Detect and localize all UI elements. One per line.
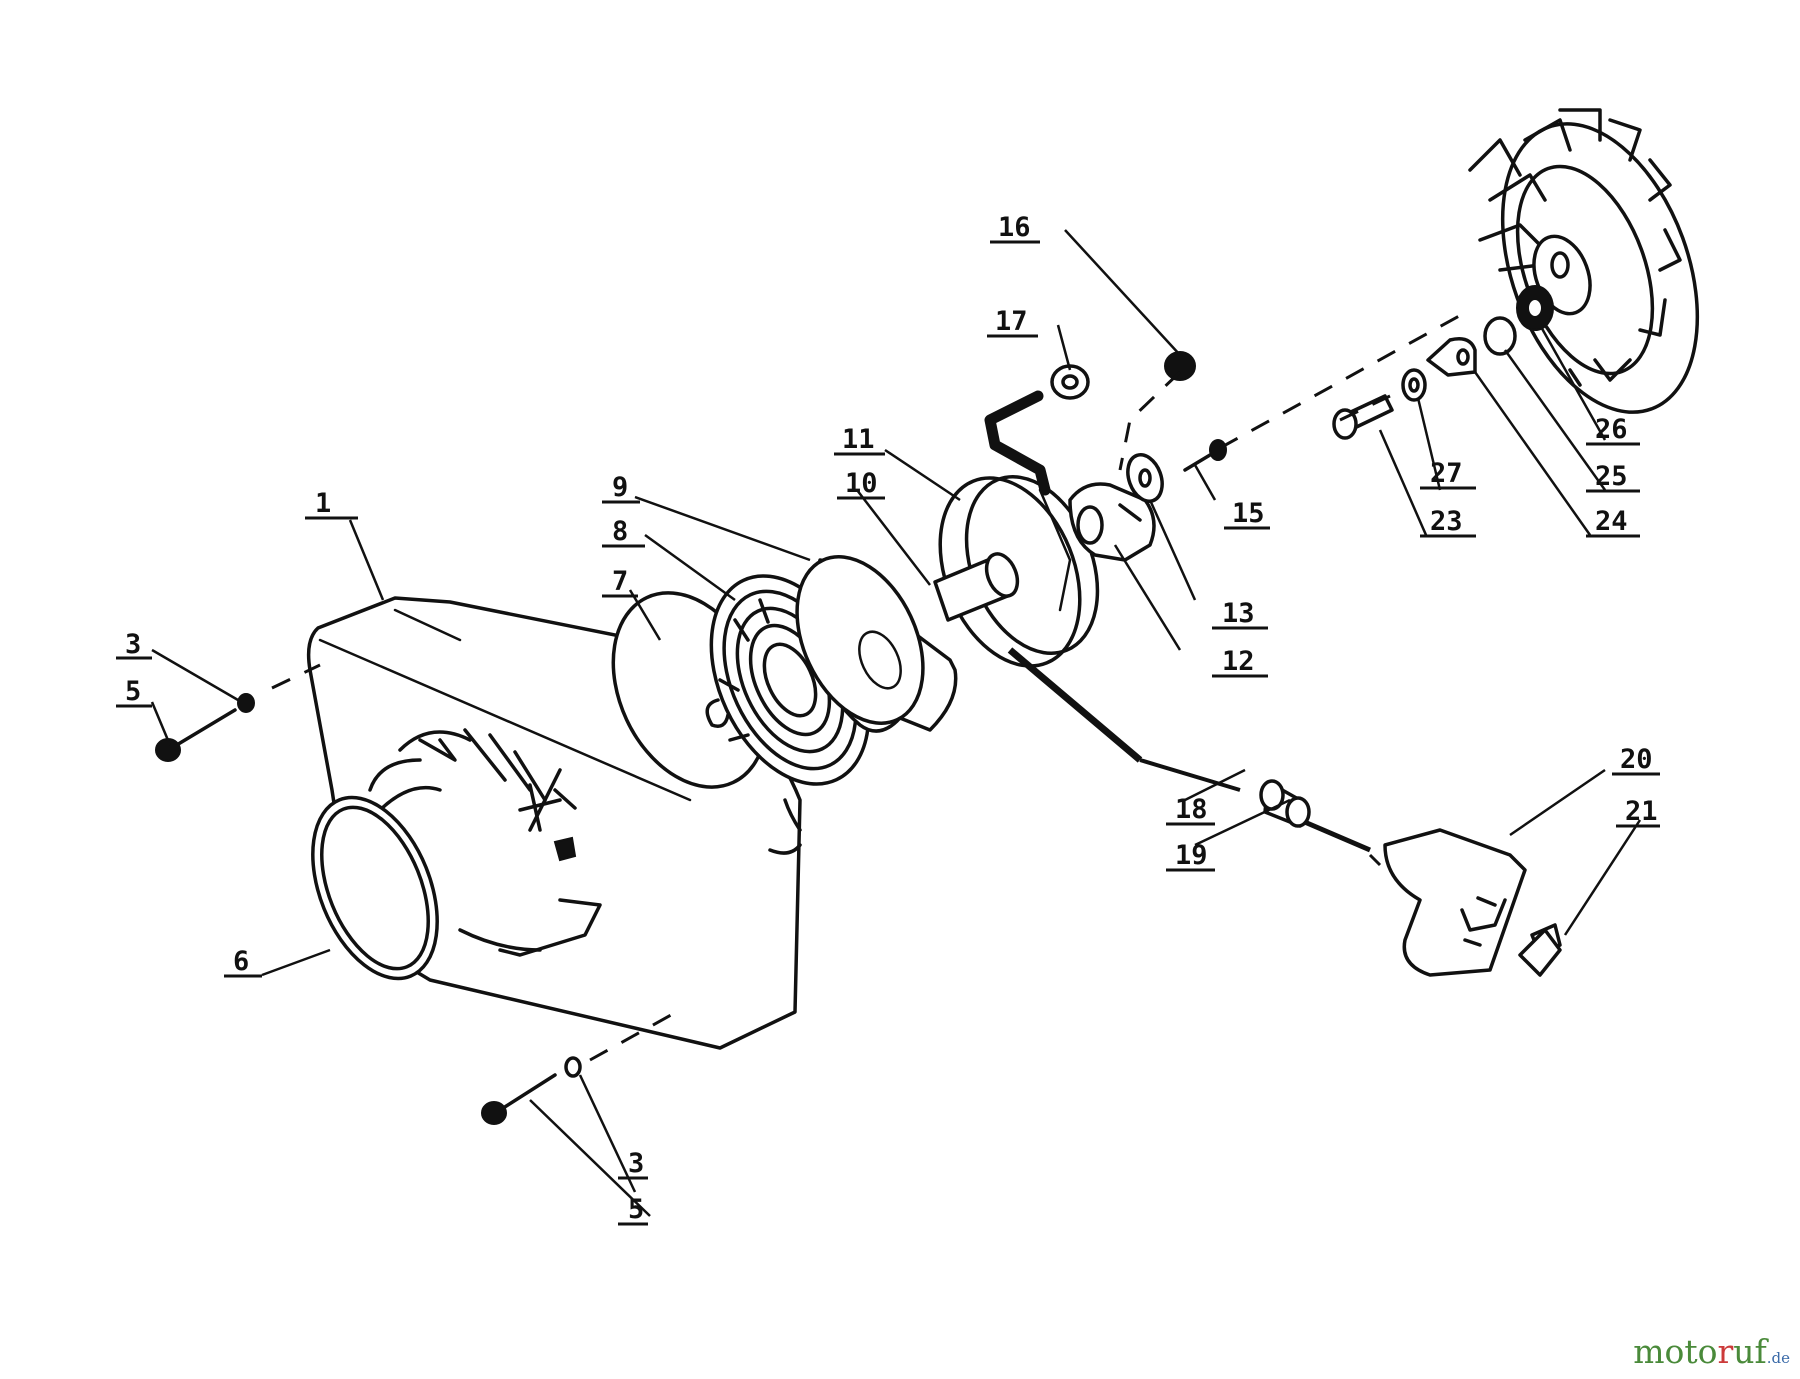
label-part-17: 17 — [995, 306, 1028, 337]
label-part-6: 6 — [233, 946, 249, 977]
label-part-26: 26 — [1595, 414, 1628, 445]
label-part-19: 19 — [1175, 840, 1208, 871]
label-part-25: 25 — [1595, 461, 1628, 492]
label-part-5-lower: 5 — [628, 1194, 644, 1225]
label-part-3-lower: 3 — [628, 1148, 644, 1179]
label-part-12: 12 — [1222, 646, 1255, 677]
pulley-disk — [795, 555, 958, 733]
starter-rope — [1007, 647, 1371, 853]
watermark-part-2: r — [1717, 1332, 1734, 1371]
label-part-5-upper: 5 — [125, 676, 141, 707]
bushing-17 — [1050, 364, 1090, 400]
screw-upper — [155, 693, 255, 762]
rope-handle — [1383, 828, 1527, 977]
label-part-18: 18 — [1175, 794, 1208, 825]
label-part-11: 11 — [842, 424, 875, 455]
leader-lines — [150, 229, 1642, 1217]
nut-16 — [1164, 351, 1196, 381]
label-part-3-upper: 3 — [125, 629, 141, 660]
label-part-13: 13 — [1222, 598, 1255, 629]
label-part-16: 16 — [998, 212, 1031, 243]
label-part-15: 15 — [1232, 498, 1265, 529]
bolt-23 — [1332, 394, 1394, 440]
watermark-part-1: moto — [1633, 1332, 1718, 1371]
grommet-ring — [311, 795, 439, 981]
assembly-axis-lines — [271, 308, 1471, 1062]
label-part-1: 1 — [315, 488, 331, 519]
label-part-27: 27 — [1430, 458, 1463, 489]
label-part-23: 23 — [1430, 506, 1463, 537]
handle-insert — [1518, 923, 1562, 977]
watermark-logo: motoruf.de — [1633, 1332, 1790, 1371]
label-part-20: 20 — [1620, 744, 1653, 775]
flywheel-nut — [1516, 285, 1554, 331]
ratchet — [1068, 482, 1156, 562]
label-part-10: 10 — [845, 468, 878, 499]
label-part-21: 21 — [1625, 796, 1658, 827]
part-labels: 1 3 5 3 5 6 7 8 9 10 11 12 13 15 16 17 1 — [116, 212, 1660, 1226]
watermark-part-3: uf — [1733, 1332, 1767, 1371]
washer — [1126, 453, 1164, 503]
spacer — [1483, 316, 1517, 356]
flywheel — [1468, 108, 1700, 414]
label-part-24: 24 — [1595, 506, 1628, 537]
label-part-7: 7 — [612, 566, 628, 597]
lock-washer — [1401, 368, 1427, 402]
screw-lower — [481, 1056, 582, 1125]
spring-wire — [984, 390, 1051, 496]
watermark-part-4: .de — [1766, 1349, 1790, 1367]
label-part-8: 8 — [612, 516, 628, 547]
label-part-9: 9 — [612, 472, 628, 503]
clutch-cam — [1426, 337, 1477, 377]
screw-15 — [1183, 439, 1227, 472]
